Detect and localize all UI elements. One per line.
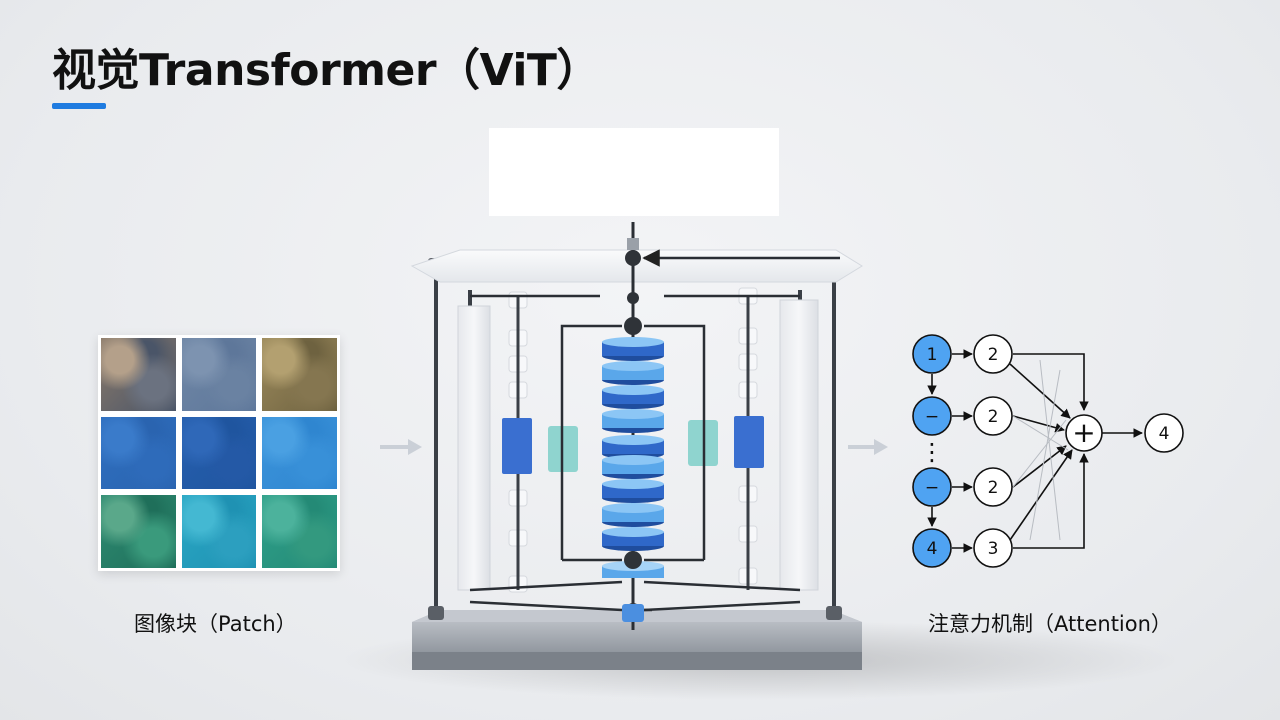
central-disk-stack bbox=[602, 337, 664, 578]
patch-sea-green bbox=[262, 495, 337, 568]
bottom-connector bbox=[622, 604, 644, 622]
connection-lines bbox=[469, 249, 840, 612]
patch-blue-1 bbox=[101, 416, 176, 490]
attention-node-out bbox=[1144, 413, 1184, 453]
attention-node-label: 1 bbox=[927, 345, 938, 365]
patch-forest bbox=[101, 495, 176, 568]
ellipsis-dots: ⋮ bbox=[920, 438, 944, 466]
page-title: 视觉Transformer（ViT） bbox=[52, 45, 600, 96]
block-dark-right bbox=[734, 416, 764, 468]
attention-node-q3 bbox=[912, 467, 952, 507]
disk-top bbox=[602, 527, 664, 537]
patch-sky-gray bbox=[181, 338, 257, 411]
attention-node-label: 2 bbox=[988, 345, 999, 365]
side-panel-right bbox=[779, 299, 819, 591]
attention-node-q2 bbox=[912, 396, 952, 436]
side-panel-left bbox=[457, 305, 491, 591]
attention-node-label: 4 bbox=[1159, 424, 1170, 444]
patch-caption: 图像块（Patch） bbox=[134, 612, 297, 636]
output-box bbox=[489, 128, 779, 216]
block-dark-left bbox=[502, 418, 532, 474]
attention-caption: 注意力机制（Attention） bbox=[928, 612, 1172, 636]
attention-node-k4 bbox=[973, 528, 1013, 568]
patch-terrain bbox=[262, 338, 337, 411]
attention-node-k3 bbox=[973, 467, 1013, 507]
attention-node-label: − bbox=[925, 407, 939, 427]
disk-top bbox=[602, 337, 664, 347]
base-plate bbox=[412, 610, 862, 670]
patch-blue-3 bbox=[262, 416, 337, 490]
patch-city bbox=[101, 338, 176, 411]
attention-edges bbox=[927, 349, 1143, 553]
joint-nodes bbox=[624, 250, 642, 617]
flow-arrow-right bbox=[848, 439, 888, 455]
disk-top bbox=[602, 385, 664, 395]
top-connector bbox=[627, 238, 639, 250]
title-underline bbox=[52, 103, 106, 109]
attention-node-q1 bbox=[912, 334, 952, 374]
attention-node-label: 4 bbox=[927, 539, 938, 559]
attention-node-q4 bbox=[912, 528, 952, 568]
attention-node-k1 bbox=[973, 334, 1013, 374]
flow-arrow-left bbox=[380, 439, 422, 455]
disk-top bbox=[602, 409, 664, 419]
attention-node-label: 3 bbox=[988, 539, 999, 559]
attention-faint-edges bbox=[1012, 359, 1069, 541]
attention-node-label: 2 bbox=[988, 478, 999, 498]
image-patch-grid bbox=[98, 335, 340, 571]
disk-top bbox=[602, 435, 664, 445]
disk-top bbox=[602, 361, 664, 371]
disk-top bbox=[602, 455, 664, 465]
attention-node-label: + bbox=[1072, 416, 1095, 449]
attention-node-label: 2 bbox=[988, 407, 999, 427]
disk-top bbox=[602, 479, 664, 489]
patch-blue-2 bbox=[181, 416, 257, 490]
disk-top bbox=[602, 503, 664, 513]
attention-node-k2 bbox=[973, 396, 1013, 436]
attention-node-sum bbox=[1065, 414, 1103, 452]
attention-node-label: − bbox=[925, 478, 939, 498]
patch-sea-teal bbox=[181, 495, 257, 568]
